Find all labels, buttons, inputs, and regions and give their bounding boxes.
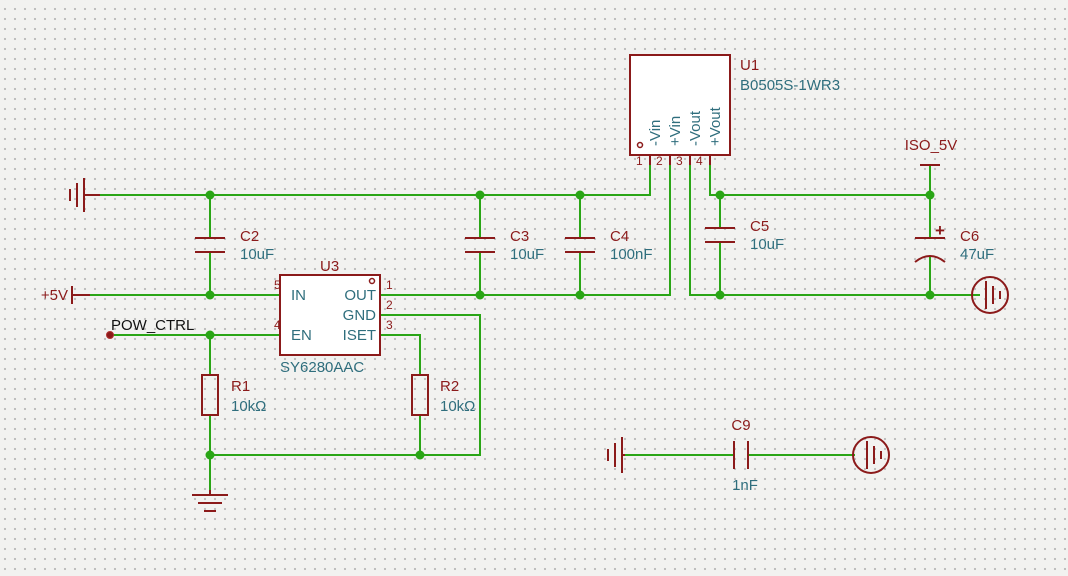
c9-value: 1nF [732,477,758,494]
wire-vout-pos[interactable] [709,165,931,196]
capacitor-c2[interactable]: C2 10uF [195,228,274,263]
u3-pin-name: GND [343,307,377,324]
r2-value: 10kΩ [440,398,475,415]
capacitor-c4[interactable]: C4 100nF [565,228,653,263]
u3-pin-name: ISET [343,327,376,344]
c4-value: 100nF [610,246,653,263]
ground-symbol-c9[interactable] [607,437,625,473]
capacitor-c3[interactable]: C3 10uF [465,228,544,263]
junction-node [205,450,215,460]
junction-node [715,190,725,200]
c5-value: 10uF [750,236,784,253]
u1-value: B0505S-1WR3 [740,77,840,94]
u3-pin-name: OUT [344,287,376,304]
capacitor-c6-polarized[interactable]: + C6 47uF [914,221,994,263]
iso-ground-symbol-right[interactable] [971,276,1009,314]
u1-pin-name: +Vin [667,116,684,146]
u3-pin-name: EN [291,327,312,344]
net-label-iso-5v-text: ISO_5V [905,137,958,154]
ground-symbol-bottom[interactable] [192,490,228,512]
u3-ref: U3 [320,258,339,275]
net-port-pow-ctrl[interactable]: POW_CTRL [106,317,195,339]
u3-pin-num: 3 [386,318,393,332]
junction-node [925,190,935,200]
r1-value: 10kΩ [231,398,266,415]
ic-u1[interactable]: U1 B0505S-1WR3 1 2 3 4 -Vin +Vin -Vout +… [629,54,840,168]
wire-vout-neg[interactable] [689,165,980,296]
resistor-r1[interactable]: R1 10kΩ [201,374,266,416]
u1-pin-num: 4 [696,154,703,168]
c2-ref: C2 [240,228,259,245]
junction-node [925,290,935,300]
junctions [205,190,935,460]
junction-node [575,290,585,300]
junction-node [205,330,215,340]
ground-symbol-left-top[interactable] [69,178,100,212]
u3-pin-num: 5 [274,278,281,292]
u3-pin-num: 4 [274,318,281,332]
junction-node [205,290,215,300]
net-label-5v-text: +5V [41,287,68,304]
wire-iset[interactable] [380,334,421,375]
c4-ref: C4 [610,228,629,245]
u1-ref: U1 [740,57,759,74]
wire-gnd-rail[interactable] [100,165,651,196]
net-label-iso-5v[interactable]: ISO_5V [905,137,958,166]
capacitor-c9[interactable]: C9 1nF [731,417,758,494]
u3-pin-name: IN [291,287,306,304]
junction-node [475,290,485,300]
ic-u3[interactable]: U3 SY6280AAC 5 IN 4 EN 1 OUT 2 GND 3 ISE… [274,258,393,376]
c6-ref: C6 [960,228,979,245]
u1-pin-num: 3 [676,154,683,168]
c6-value: 47uF [960,246,994,263]
wires [90,165,980,495]
u3-pin-num: 1 [386,278,393,292]
net-label-5v[interactable]: +5V [41,286,90,304]
u3-pin-num: 2 [386,298,393,312]
wire-gnd-pin[interactable] [210,314,481,456]
junction-node [205,190,215,200]
net-label-pow-ctrl-text: POW_CTRL [111,317,194,334]
junction-node [415,450,425,460]
c2-value: 10uF [240,246,274,263]
c9-ref: C9 [731,417,750,434]
u1-pin-name: +Vout [707,106,724,146]
u1-pin-num: 1 [636,154,643,168]
u1-pin-num: 2 [656,154,663,168]
c5-ref: C5 [750,218,769,235]
u1-pin-name: -Vin [647,120,664,146]
junction-node [575,190,585,200]
iso-ground-symbol-c9[interactable] [852,436,890,474]
r2-ref: R2 [440,378,459,395]
c6-polarity-mark: + [935,221,945,240]
junction-node [715,290,725,300]
resistor-r2[interactable]: R2 10kΩ [411,374,475,416]
junction-node [475,190,485,200]
u3-value: SY6280AAC [280,359,364,376]
c3-ref: C3 [510,228,529,245]
u1-pin-name: -Vout [687,110,704,146]
r1-ref: R1 [231,378,250,395]
c3-value: 10uF [510,246,544,263]
capacitor-c5[interactable]: C5 10uF [705,218,784,253]
